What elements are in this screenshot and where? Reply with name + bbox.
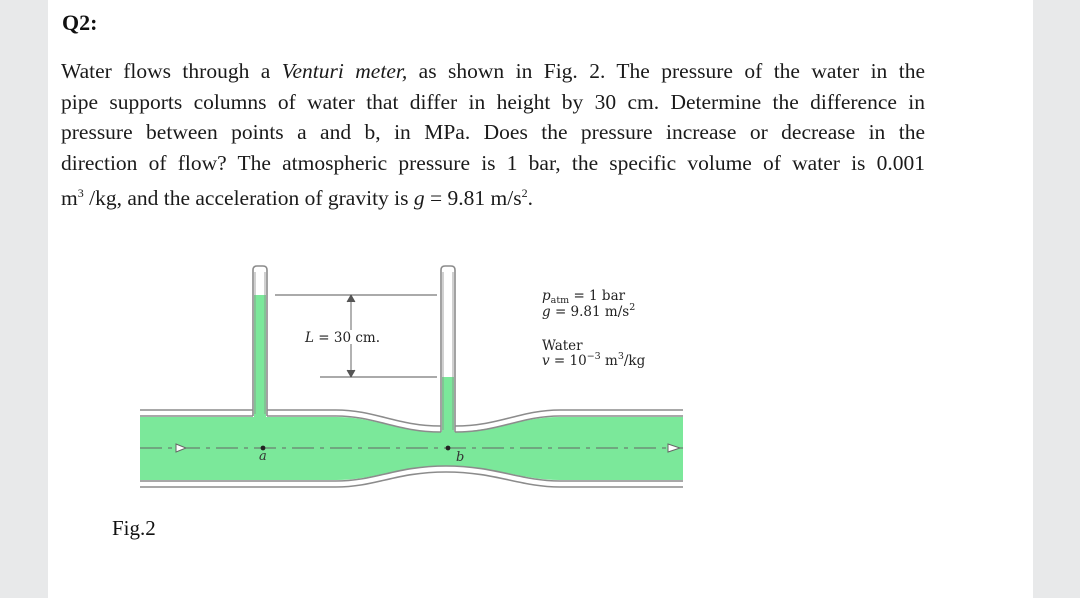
length-label: L = 30 cm. xyxy=(304,330,380,346)
problem-line-3: pressure between points a and b, in MPa.… xyxy=(61,120,925,144)
problem-line-2: pipe supports columns of water that diff… xyxy=(61,89,925,114)
pipe-wall-top xyxy=(140,409,683,433)
problem-line-1: Water flows through a Venturi meter, as … xyxy=(61,59,925,83)
figure-caption: Fig.2 xyxy=(112,516,156,540)
water-label: Water xyxy=(542,338,583,354)
point-a-label: a xyxy=(259,449,267,464)
gravity-label: g = 9.81 m/s2 xyxy=(542,302,635,320)
tube-b xyxy=(440,265,456,432)
specific-volume-label: v = 10−3 m3/kg xyxy=(542,351,646,369)
problem-line-5: m3 /kg, and the acceleration of gravity … xyxy=(61,186,533,211)
document-page xyxy=(48,0,1033,598)
patm-label: patm = 1 bar xyxy=(542,288,626,306)
pipe-wall-bottom xyxy=(140,465,683,488)
point-a-dot xyxy=(260,445,266,451)
flow-centerline xyxy=(140,443,683,453)
dimension-L xyxy=(275,294,437,378)
question-title: Q2: xyxy=(62,10,98,35)
venturi-term: Venturi meter, xyxy=(281,59,408,83)
problem-line-4: direction of flow? The atmospheric press… xyxy=(61,150,925,175)
point-b-dot xyxy=(445,445,451,451)
tube-b-water xyxy=(442,377,454,433)
tube-a xyxy=(252,265,268,416)
problem-statement: Water flows through a Venturi meter, as … xyxy=(61,56,925,214)
point-b-label: b xyxy=(456,450,464,465)
tube-a-water xyxy=(254,295,266,419)
